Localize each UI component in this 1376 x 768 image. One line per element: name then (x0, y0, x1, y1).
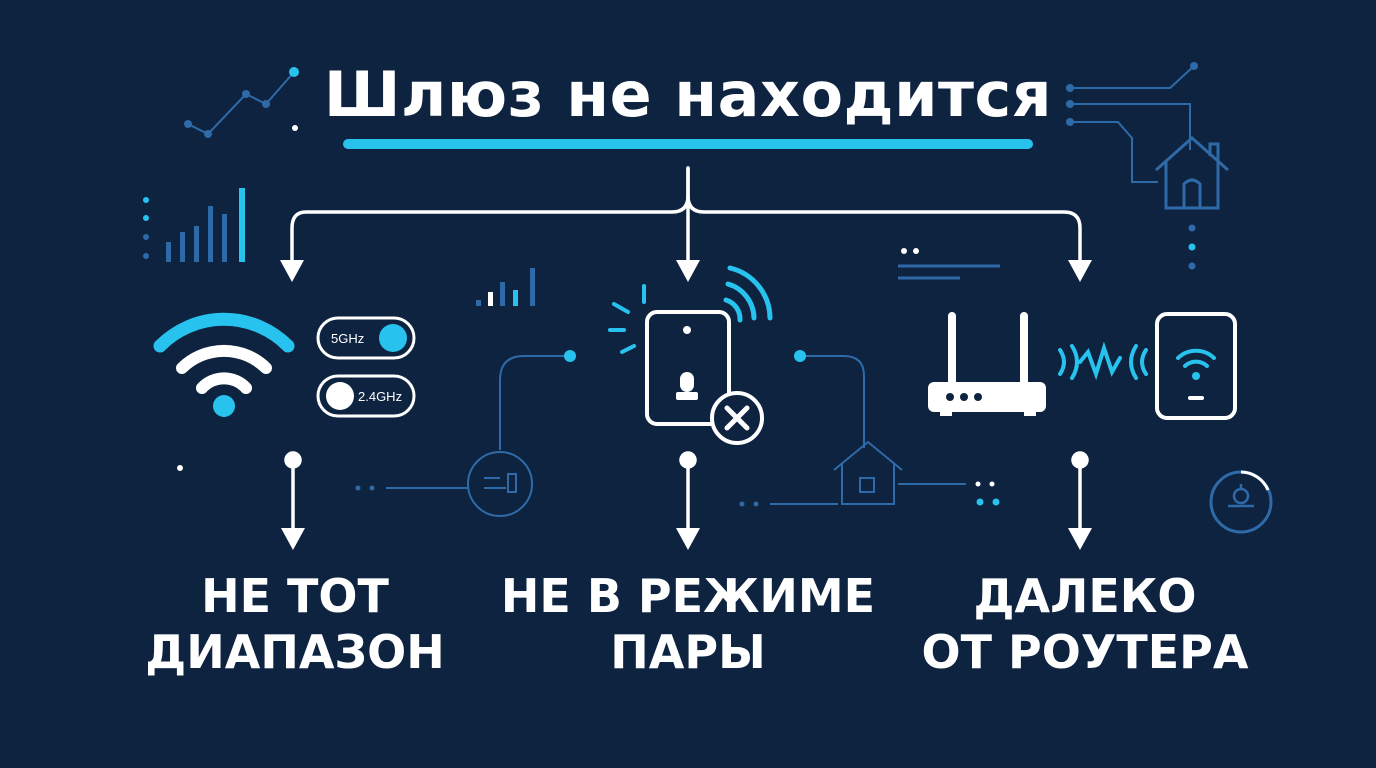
cause-wrong-band-line2: ДИАПАЗОН (145, 625, 445, 679)
cause-wrong-band-line1: НЕ ТОТ (201, 569, 389, 623)
cause-not-pairing-line2: ПАРЫ (610, 625, 766, 679)
cause-far-from-router: ДАЛЕКО ОТ РОУТЕРА (895, 568, 1275, 680)
cause-not-pairing: НЕ В РЕЖИМЕ ПАРЫ (498, 568, 878, 680)
cause-wrong-band: НЕ ТОТ ДИАПАЗОН (105, 568, 485, 680)
close-icon (710, 391, 764, 445)
phone-icon (645, 310, 731, 426)
trend-chart-icon (184, 67, 299, 138)
circuit-nodes (1066, 62, 1198, 126)
wifi-icon (153, 312, 295, 417)
toggle-2-4ghz-label: 2.4GHz (358, 389, 402, 404)
signal-waves (1058, 341, 1148, 381)
cause-arrows (281, 451, 1092, 550)
text-lines-decoration (898, 248, 1000, 280)
decor-dot (177, 465, 183, 471)
branch-arrowheads (280, 260, 1092, 282)
circuit-decoration (1070, 65, 1195, 183)
pairing-rays (608, 284, 646, 354)
branch-connectors (290, 166, 1082, 264)
circuit-right (770, 355, 966, 505)
gauge-icon (1209, 470, 1273, 534)
signal-bars-icon (143, 188, 245, 262)
page-title: Шлюз не находится (323, 58, 1053, 131)
toggle-5ghz[interactable]: 5GHz (316, 316, 416, 360)
vertical-dots (1188, 224, 1196, 270)
cause-far-from-router-line2: ОТ РОУТЕРА (921, 625, 1249, 679)
cause-far-from-router-line1: ДАЛЕКО (973, 569, 1197, 623)
wireless-waves-icon (723, 265, 773, 323)
toggle-5ghz-label: 5GHz (331, 331, 364, 346)
cause-not-pairing-line1: НЕ В РЕЖИМЕ (500, 569, 876, 623)
circuit-left (386, 355, 570, 517)
signal-bars-small-icon (476, 268, 535, 306)
tablet-icon (1155, 312, 1237, 420)
toggle-5ghz-knob (379, 324, 407, 352)
circuit-left-nodes (355, 350, 576, 491)
router-icon (928, 312, 1046, 416)
circuit-right-nodes (739, 350, 1000, 507)
toggle-2-4ghz[interactable]: 2.4GHz (316, 374, 416, 418)
title-underline (343, 139, 1033, 149)
home-icon (1155, 135, 1229, 210)
toggle-2-4ghz-knob (326, 382, 354, 410)
